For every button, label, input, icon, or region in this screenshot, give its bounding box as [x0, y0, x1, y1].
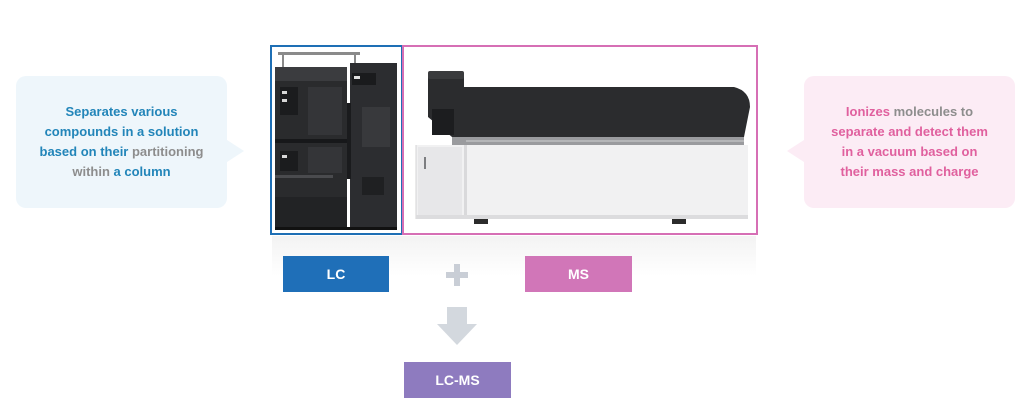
ms-description-bubble: Ionizes molecules to separate and detect…	[787, 76, 1015, 208]
ms-desc-line-4: their mass and charge	[840, 164, 979, 179]
lc-desc-line-3a: based on their	[39, 144, 129, 159]
lc-desc-line-3: based on their partitioning	[32, 142, 212, 162]
lc-desc-line-1: Separates various	[65, 104, 178, 119]
lc-desc-line-4: within a column	[32, 162, 212, 182]
ms-label: MS	[525, 256, 632, 292]
ms-desc-line-1: Ionizes molecules to	[820, 102, 1000, 122]
lc-description-text: Separates various compounds in a solutio…	[32, 102, 212, 182]
ms-description-text: Ionizes molecules to separate and detect…	[820, 102, 1000, 182]
lc-instrument-image	[270, 45, 403, 235]
lc-desc-line-3b: partitioning	[128, 144, 204, 159]
arrow-down-icon	[437, 307, 477, 345]
lc-desc-line-2: compounds in a solution	[44, 124, 199, 139]
plus-icon	[446, 264, 468, 286]
lc-label: LC	[283, 256, 389, 292]
ms-desc-line-1a: Ionizes	[845, 104, 890, 119]
ms-desc-line-2: separate and detect them	[831, 124, 988, 139]
ms-desc-line-3: in a vacuum based on	[841, 144, 978, 159]
lcms-label: LC-MS	[404, 362, 511, 398]
lc-description-bubble: Separates various compounds in a solutio…	[16, 76, 244, 208]
lc-instrument-illustration	[272, 47, 401, 233]
ms-instrument-image	[402, 45, 758, 235]
lc-desc-line-4a: within	[72, 164, 110, 179]
lc-desc-line-4b: a column	[109, 164, 171, 179]
ms-instrument-illustration	[404, 47, 756, 233]
ms-desc-line-1b: molecules to	[890, 104, 974, 119]
